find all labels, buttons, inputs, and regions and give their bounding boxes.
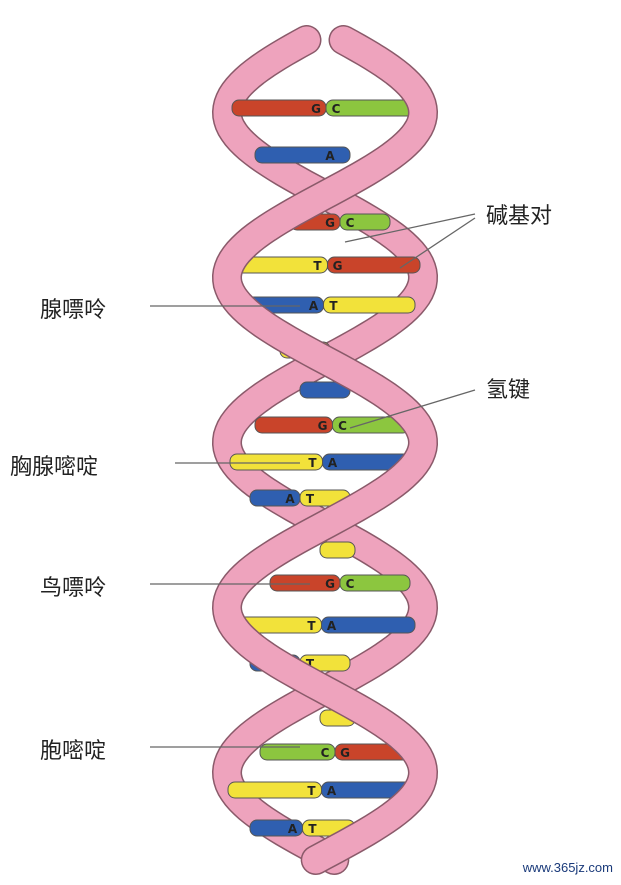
base-letter: T	[313, 259, 322, 273]
label-base-pair: 碱基对	[486, 204, 553, 229]
watermark: www.365jz.com	[522, 860, 613, 875]
back-strand	[213, 26, 437, 874]
base-A	[321, 616, 416, 634]
base-letter: G	[340, 746, 350, 760]
base-letter: T	[308, 822, 317, 836]
base-A	[254, 146, 351, 164]
label-adenine: 腺嘌呤	[40, 298, 107, 323]
base-letter: C	[346, 216, 355, 230]
base-letter: A	[327, 619, 337, 633]
leader-line-base-pair-2	[399, 217, 476, 269]
base-letter: G	[318, 419, 328, 433]
base-C	[339, 213, 391, 231]
base-letter: T	[329, 299, 338, 313]
base-letter: A	[288, 822, 298, 836]
label-hydrogen-bond: 氢键	[486, 378, 531, 403]
base-pair-rung	[319, 541, 356, 559]
base-letter: A	[325, 149, 335, 163]
front-strand	[213, 26, 437, 874]
base-letter: T	[308, 456, 317, 470]
base-letter: G	[311, 102, 321, 116]
base-letter: A	[328, 456, 338, 470]
label-guanine: 鸟嘌呤	[40, 576, 107, 601]
base-letter: T	[307, 784, 316, 798]
base-letter: G	[333, 259, 343, 273]
base-letter: G	[325, 216, 335, 230]
base-letter: C	[321, 746, 330, 760]
base-letter: C	[346, 577, 355, 591]
base-letter: A	[309, 299, 319, 313]
label-cytosine: 胞嘧啶	[40, 739, 107, 764]
base-letter: A	[327, 784, 337, 798]
base-letter: T	[307, 619, 316, 633]
base-letter: C	[338, 419, 347, 433]
leader-line-base-pair-1	[344, 213, 476, 243]
base-T	[323, 296, 416, 314]
base-letter: A	[285, 492, 295, 506]
base-letter: T	[306, 657, 315, 671]
label-thymine: 胸腺嘧啶	[10, 455, 99, 480]
base-C	[339, 574, 411, 592]
base-letter: C	[332, 102, 341, 116]
base-G	[327, 256, 421, 274]
base-letter: T	[306, 492, 315, 506]
base-letter: G	[325, 577, 335, 591]
base-pair-rung: A	[254, 146, 351, 164]
base-T	[319, 541, 356, 559]
leader-line-hydrogen-bond	[349, 389, 476, 429]
